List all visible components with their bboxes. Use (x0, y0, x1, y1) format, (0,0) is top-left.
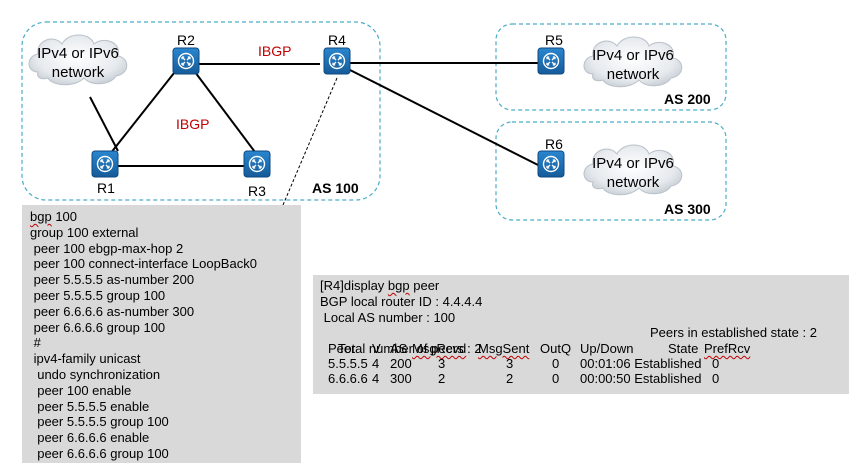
router-icon-r2 (172, 47, 200, 75)
router-label-r3: R3 (248, 183, 266, 199)
as300-boundary (495, 121, 727, 221)
col-header: OutQ (540, 341, 572, 357)
col-header: MsgSent (478, 341, 530, 357)
col-header: Peer (328, 341, 356, 357)
local-as-line: Local AS number : 100 (320, 309, 456, 325)
config-line: peer 100 enable (30, 382, 132, 398)
config-line: undo synchronization (30, 366, 161, 382)
router-id-line: BGP local router ID : 4.4.4.4 (320, 293, 483, 309)
display-command: [R4]display bgp peer (320, 278, 440, 293)
config-panel: bgp 100 group 100 external peer 100 ebgp… (22, 205, 301, 463)
link-r1-r2 (109, 67, 179, 155)
as100-boundary (21, 21, 381, 201)
ibgp-label-mid: IBGP (176, 116, 210, 132)
router-label-r1: R1 (97, 180, 115, 196)
cell: 2 (506, 371, 514, 387)
config-line: peer 100 connect-interface LoopBack0 (30, 256, 257, 272)
callout-line (282, 77, 338, 206)
col-header: AS (390, 341, 408, 357)
as200-boundary (495, 23, 727, 111)
config-line: # (30, 335, 41, 351)
config-line: peer 5.5.5.5 group 100 (30, 414, 169, 430)
cell: 5.5.5.5 (328, 356, 368, 372)
cell: 00:00:50 Established (580, 371, 702, 387)
router-label-r2: R2 (177, 32, 195, 48)
as100-label: AS 100 (312, 180, 359, 196)
router-icon-r6 (537, 150, 565, 178)
config-line: bgp 100 (30, 209, 78, 224)
config-line: peer 5.5.5.5 as-number 200 (30, 272, 195, 288)
router-label-r4: R4 (328, 32, 346, 48)
router-label-r6: R6 (545, 136, 563, 152)
config-line: peer 6.6.6.6 group 100 (30, 445, 169, 461)
config-line: peer 6.6.6.6 enable (30, 430, 150, 446)
cell: 200 (390, 356, 412, 372)
table-row: 6.6.6.6 4 300 2 2 0 00:00:50 Established… (328, 371, 750, 386)
as300-label: AS 300 (664, 201, 711, 217)
cell: 2 (438, 371, 446, 387)
cell: 0 (712, 371, 720, 387)
config-line: peer 6.6.6.6 as-number 300 (30, 303, 195, 319)
peer-table: Peer V AS MsgRcvd MsgSent OutQ Up/Down S… (328, 341, 750, 386)
router-icon-r5 (537, 47, 565, 75)
as200-label: AS 200 (664, 91, 711, 107)
cell: 0 (552, 356, 560, 372)
config-line: peer 6.6.6.6 group 100 (30, 319, 166, 335)
col-header: MsgRcvd (412, 341, 467, 357)
router-icon-r3 (243, 150, 271, 178)
col-header: Up/Down (580, 341, 634, 357)
link-cloud-r1 (89, 96, 119, 152)
link-r4-r6 (349, 69, 539, 166)
cell: 0 (552, 371, 560, 387)
router-icon-r4 (323, 47, 351, 75)
router-label-r5: R5 (545, 32, 563, 48)
config-line: group 100 external (30, 224, 139, 240)
cell: 3 (438, 356, 446, 372)
col-header: V (372, 341, 381, 357)
cell: 3 (506, 356, 514, 372)
cell: 00:01:06 Established (580, 356, 702, 372)
peer-count-line: Total number of peers : 2 Peers in estab… (334, 325, 817, 357)
table-row: 5.5.5.5 4 200 3 3 0 00:01:06 Established… (328, 356, 750, 371)
display-panel: [R4]display bgp peer BGP local router ID… (313, 275, 849, 394)
config-line: peer 100 ebgp-max-hop 2 (30, 240, 184, 256)
cell: 4 (372, 371, 380, 387)
link-r2-r3 (191, 67, 256, 153)
ibgp-label-top: IBGP (258, 43, 292, 59)
cell: 300 (390, 371, 412, 387)
col-header: PrefRcv (704, 341, 751, 357)
table-header-row: Peer V AS MsgRcvd MsgSent OutQ Up/Down S… (328, 341, 750, 356)
config-line: peer 5.5.5.5 group 100 (30, 287, 166, 303)
router-icon-r1 (91, 150, 119, 178)
config-line: peer 5.5.5.5 enable (30, 398, 150, 414)
established-count: Peers in established state : 2 (650, 325, 817, 341)
col-header: State (668, 341, 699, 357)
cell: 4 (372, 356, 380, 372)
cell: 0 (712, 356, 720, 372)
config-line: ipv4-family unicast (30, 351, 141, 367)
cell: 6.6.6.6 (328, 371, 368, 387)
